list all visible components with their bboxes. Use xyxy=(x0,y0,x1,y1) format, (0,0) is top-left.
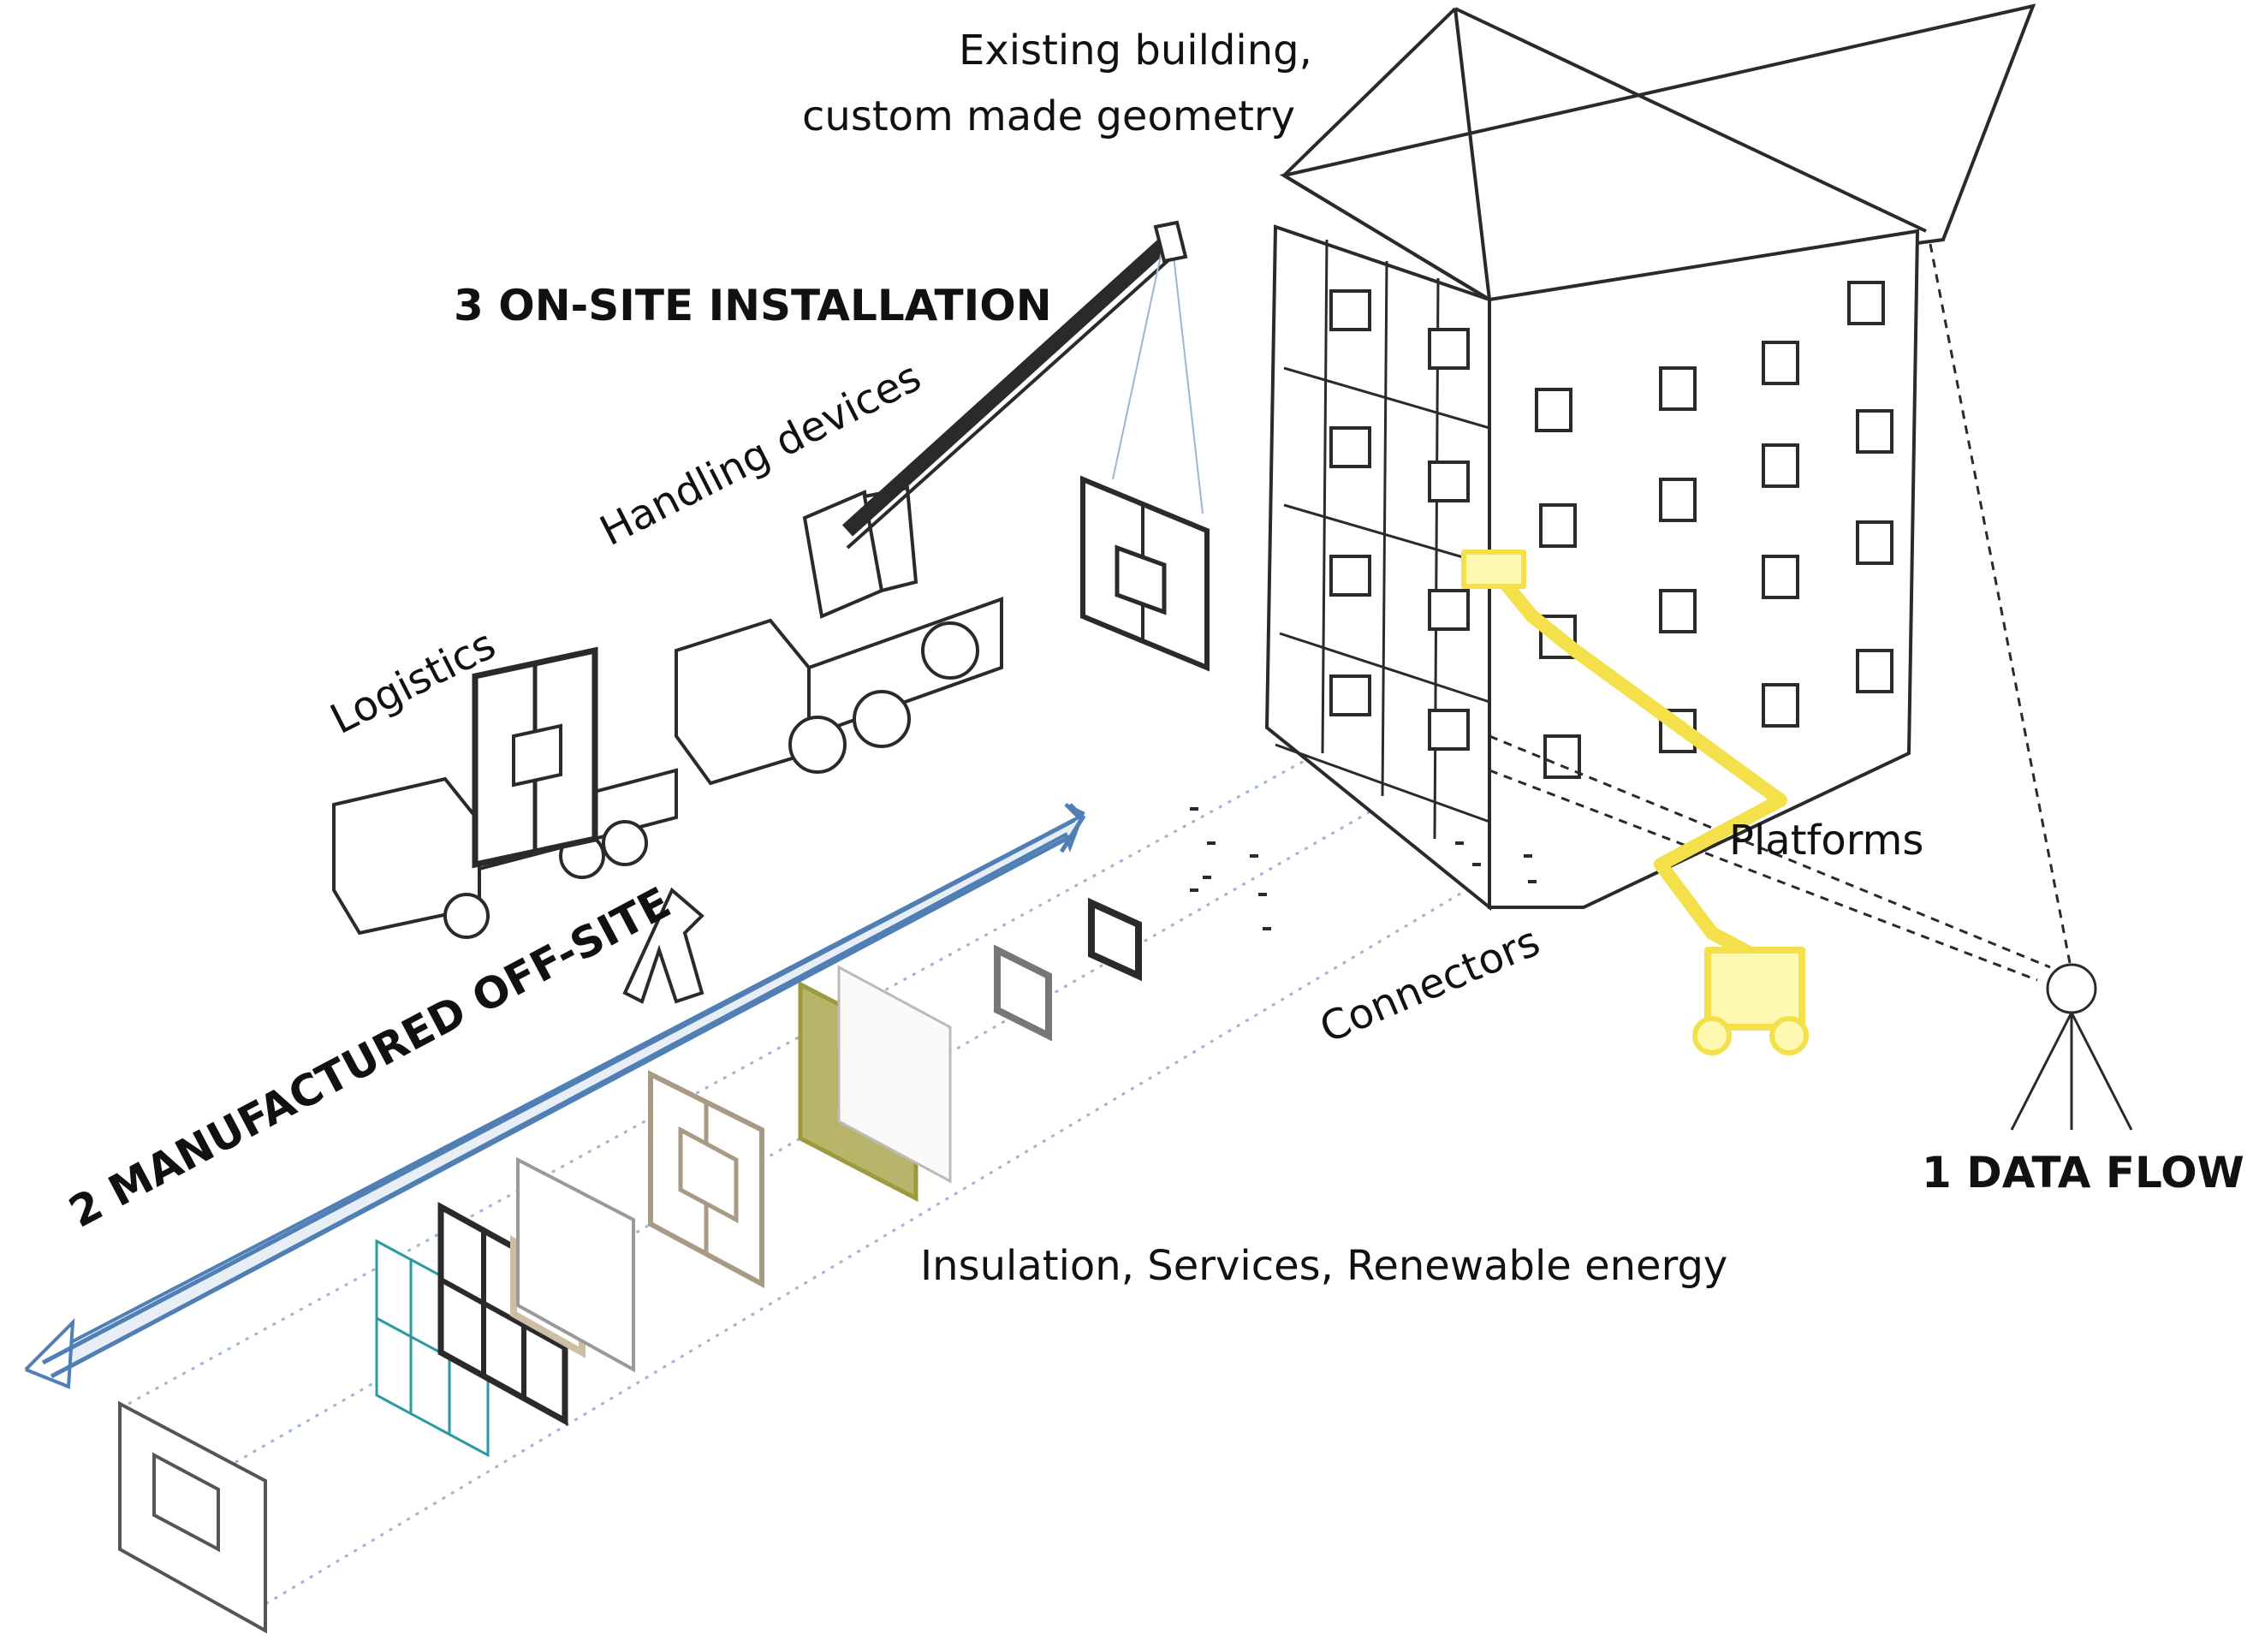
crane-truck xyxy=(675,220,1204,786)
insulation-services-label: Insulation, Services, Renewable energy xyxy=(920,1242,1728,1290)
upward-arrow xyxy=(622,887,704,1004)
on-site-installation-label: 3 ON-SITE INSTALLATION xyxy=(454,281,1052,330)
platforms-label: Platforms xyxy=(1729,817,1924,865)
platform-lift xyxy=(1461,550,1809,1055)
right-facade-windows xyxy=(1535,281,1893,779)
logistics-truck xyxy=(332,646,678,939)
layer-window-frame-2 xyxy=(1088,897,1142,982)
existing-building xyxy=(1264,3,2036,912)
exploded-layers xyxy=(118,897,1142,1634)
data-flow-label: 1 DATA FLOW xyxy=(1922,1148,2244,1197)
existing-building-label-line1: Existing building, xyxy=(959,27,1312,74)
building-facade-right xyxy=(1488,229,1920,909)
observer-figure xyxy=(2010,963,2133,1131)
guide-lines xyxy=(128,752,1525,1611)
manufacturing-arrow xyxy=(24,803,1086,1389)
hanging-panel xyxy=(1080,475,1210,672)
data-flow-lines xyxy=(1489,243,2072,982)
connectors-marks xyxy=(1190,807,1537,930)
layer-light-frame xyxy=(516,1156,635,1373)
layer-window-frame-1 xyxy=(994,944,1052,1042)
building-roof xyxy=(1279,3,2036,302)
existing-building-label-line2: custom made geometry xyxy=(802,92,1296,140)
layer-membrane xyxy=(837,965,952,1184)
left-facade-windows xyxy=(1329,289,1470,751)
